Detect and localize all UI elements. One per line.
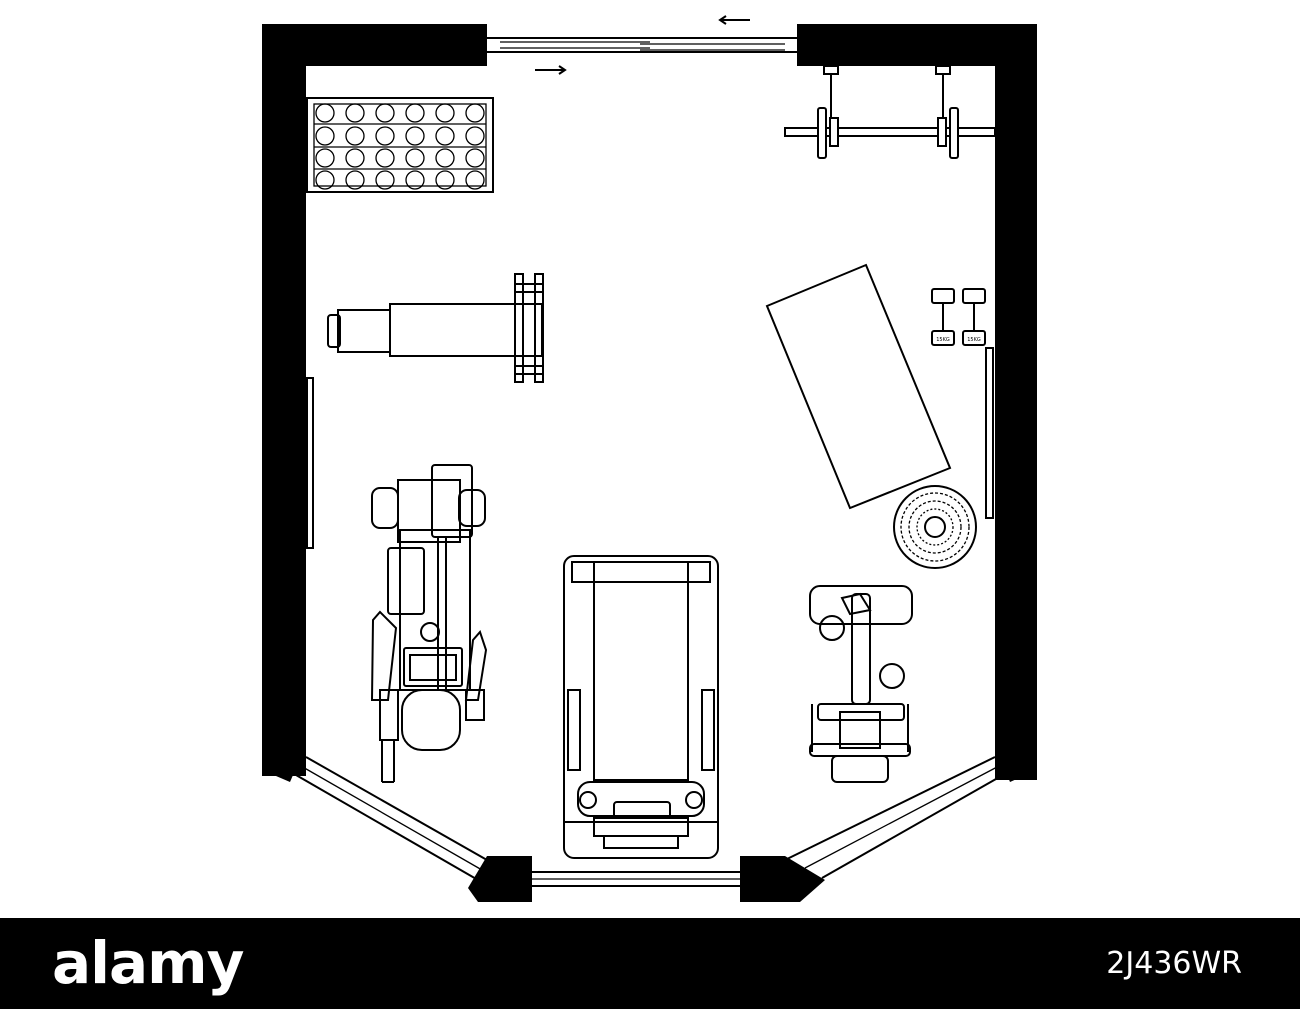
- pull-up-bar: [784, 65, 996, 159]
- floor-plan: 15KG 15KG: [262, 15, 1037, 902]
- exercise-mat: [765, 263, 952, 510]
- top-sliding-window: [487, 15, 797, 75]
- treadmill: [563, 555, 719, 859]
- dumbbell-rack: [306, 97, 494, 193]
- walls: [262, 24, 1037, 902]
- dumbbell-weight-label: 15KG: [936, 337, 950, 343]
- watermark-bar: [0, 918, 1300, 1009]
- cable-machine: [370, 464, 488, 783]
- hex-dumbbells: 15KG 15KG: [931, 288, 986, 346]
- exercise-ball: [893, 485, 977, 569]
- side-doors: [306, 347, 994, 549]
- weight-bench: [327, 273, 544, 383]
- image-id: 2J436WR: [1106, 946, 1242, 981]
- exercise-bike: [809, 585, 913, 783]
- dumbbell-weight-label: 15KG: [967, 337, 981, 343]
- bottom-windows: [295, 756, 1004, 887]
- alamy-logo: alamy: [52, 929, 244, 997]
